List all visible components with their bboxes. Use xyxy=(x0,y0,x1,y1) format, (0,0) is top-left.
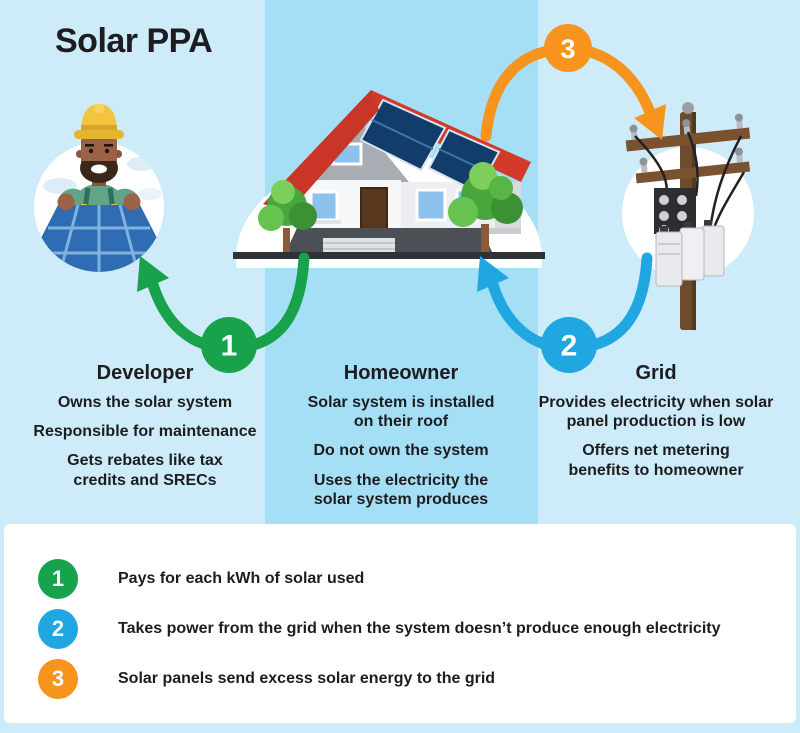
legend-step-2-text: Takes power from the grid when the syste… xyxy=(118,620,721,637)
legend-item-2: 2 Takes power from the grid when the sys… xyxy=(38,604,776,654)
right-tree-icon xyxy=(448,162,523,254)
house-with-solar-panels-illustration xyxy=(233,90,545,268)
developer-point: Owns the solar system xyxy=(57,394,233,411)
legend-step-2-marker: 2 xyxy=(38,609,78,649)
utility-pole-illustration xyxy=(622,102,754,330)
page-title: Solar PPA xyxy=(55,22,213,60)
flow-step-3-marker xyxy=(544,24,592,72)
legend-step-2-number: 2 xyxy=(51,616,65,641)
legend-step-1-text: Pays for each kWh of solar used xyxy=(118,570,365,587)
legend-panel: 1 Pays for each kWh of solar used 2 Take… xyxy=(4,524,796,723)
legend-item-1: 1 Pays for each kWh of solar used xyxy=(38,554,776,604)
homeowner-point: Solar system is installed on their roof xyxy=(307,394,495,431)
developer-point: Responsible for maintenance xyxy=(33,423,257,441)
grid-point: Provides electricity when solar panel pr… xyxy=(538,394,774,431)
grid-point: Offers net metering benefits to homeowne… xyxy=(568,442,744,479)
homeowner-column: Homeowner Solar system is installed on t… xyxy=(273,362,529,519)
developer-worker-illustration xyxy=(34,104,164,272)
legend-step-1-marker: 1 xyxy=(38,559,78,599)
homeowner-point: Uses the electricity the solar system pr… xyxy=(313,471,489,508)
legend-step-1-number: 1 xyxy=(51,566,65,591)
flow-step-1-number: 1 xyxy=(221,330,238,363)
grid-column: Grid Provides electricity when solar pan… xyxy=(528,362,784,490)
developer-heading: Developer xyxy=(96,362,194,384)
legend-step-3-marker: 3 xyxy=(38,659,78,699)
ground-line xyxy=(233,252,545,259)
utility-pole-icon xyxy=(625,102,751,330)
developer-point: Gets rebates like tax credits and SRECs xyxy=(67,452,223,489)
homeowner-heading: Homeowner xyxy=(343,362,459,384)
legend-step-3-number: 3 xyxy=(51,666,65,691)
legend-item-3: 3 Solar panels send excess solar energy … xyxy=(38,654,776,704)
homeowner-point: Do not own the system xyxy=(313,442,489,460)
flow-step-2-number: 2 xyxy=(561,330,578,363)
flow-step-3-number: 3 xyxy=(560,34,575,64)
developer-column: Developer Owns the solar system Responsi… xyxy=(18,362,272,500)
transformers-icon xyxy=(655,220,725,287)
grid-heading: Grid xyxy=(635,362,677,384)
left-tree-icon xyxy=(258,180,317,254)
legend-step-3-text: Solar panels send excess solar energy to… xyxy=(118,670,496,687)
